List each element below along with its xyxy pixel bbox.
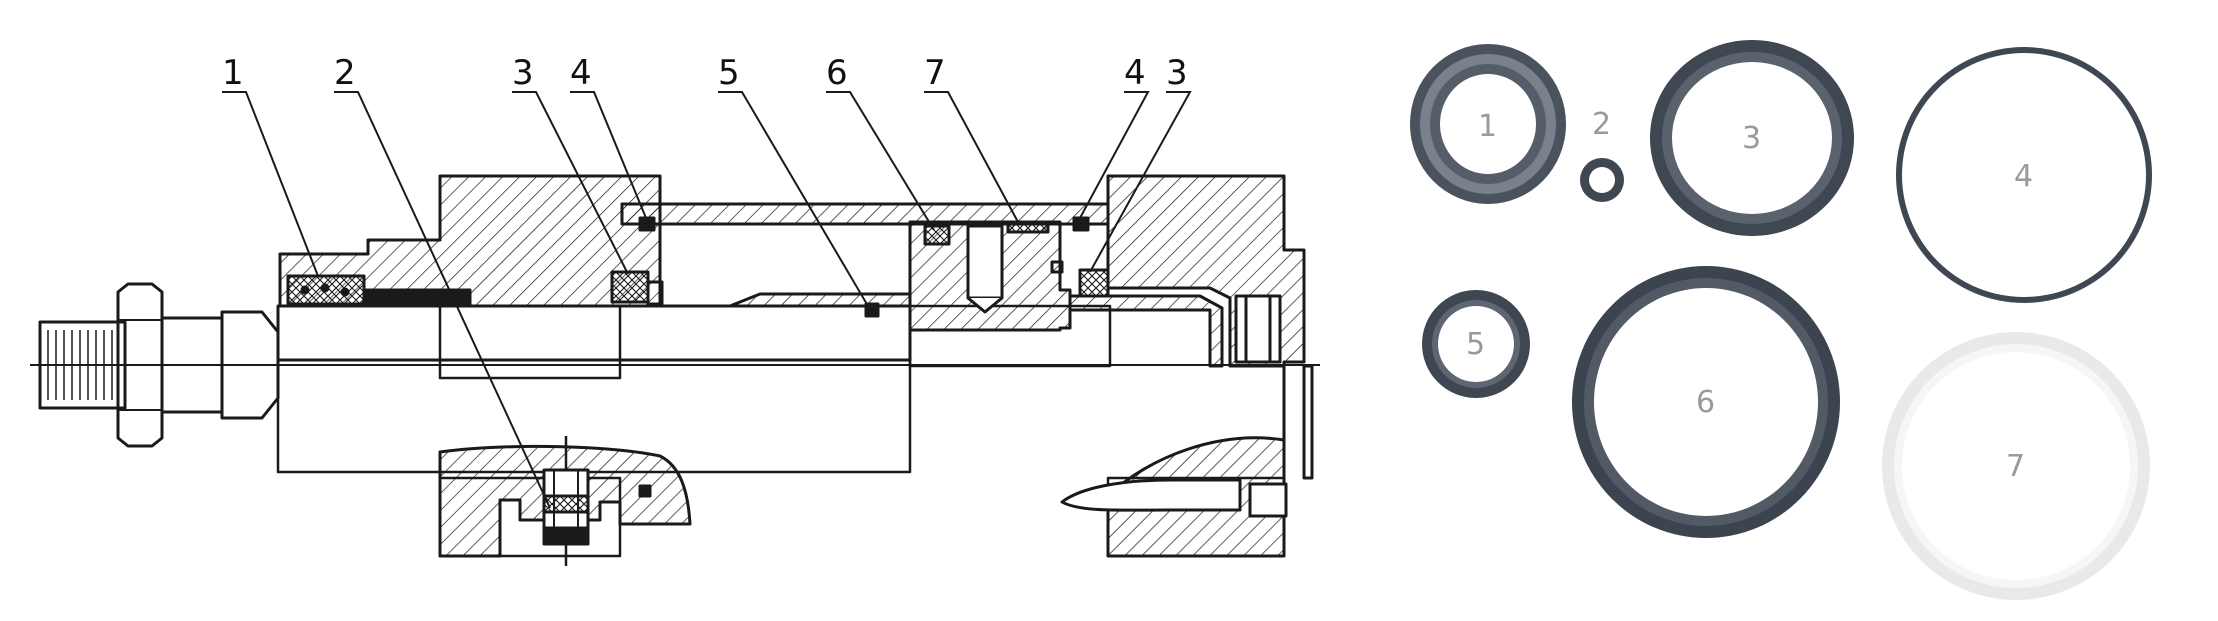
seal-kit: 1 2 3 4 5 (1410, 40, 2152, 600)
seal-1: 1 (1410, 44, 1566, 204)
seal-label-3: 3 (1742, 121, 1761, 156)
seal-2: 2 (1580, 107, 1624, 202)
callout-3-front: 3 (512, 53, 534, 93)
callout-labels: 1 2 3 4 5 6 7 4 3 (222, 53, 1188, 93)
seal-3: 3 (1650, 40, 1854, 236)
seal-label-2: 2 (1592, 107, 1611, 142)
seal-label-5: 5 (1466, 327, 1485, 362)
seal-label-4: 4 (2014, 159, 2033, 194)
seal-label-7: 7 (2006, 449, 2025, 484)
seal-label-1: 1 (1478, 109, 1497, 144)
callout-4-rear: 4 (1124, 53, 1146, 93)
callout-1: 1 (222, 53, 244, 93)
callout-5: 5 (718, 53, 740, 93)
seal-label-6: 6 (1696, 385, 1715, 420)
piston-seal (923, 224, 951, 246)
callout-7: 7 (924, 53, 946, 93)
seal-7: 7 (1882, 332, 2150, 600)
callout-2: 2 (334, 53, 356, 93)
magnet-band (1006, 220, 1050, 234)
callout-3-rear: 3 (1166, 53, 1188, 93)
rod-thread (38, 320, 127, 410)
seal-4: 4 (1896, 47, 2152, 303)
callout-4-front: 4 (570, 53, 592, 93)
callout-6: 6 (826, 53, 848, 93)
seal-5: 5 (1422, 290, 1530, 398)
callout-leaders (222, 91, 1192, 509)
piston-rod (276, 304, 912, 362)
cylinder-cross-section (30, 174, 1320, 566)
hex-nut (116, 282, 164, 448)
seal-6: 6 (1572, 266, 1840, 538)
